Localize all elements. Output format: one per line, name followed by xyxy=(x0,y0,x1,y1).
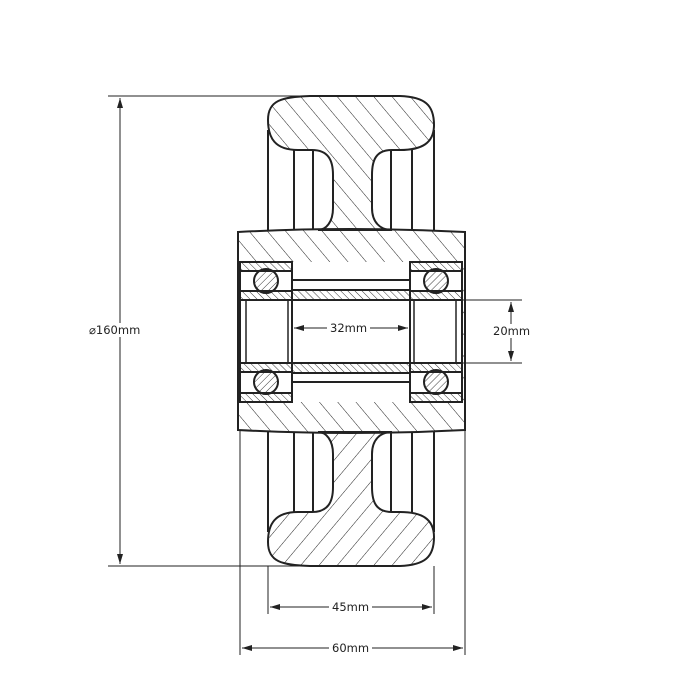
bearing-left xyxy=(239,261,293,403)
bearing-right xyxy=(409,261,463,403)
tyre-upper xyxy=(266,95,436,231)
sleeve-lower xyxy=(291,362,411,374)
bore-diameter-label: 20mm xyxy=(490,324,534,338)
tread-width-label: 45mm xyxy=(329,600,373,614)
diameter-label: ⌀160mm xyxy=(86,323,144,337)
sleeve-upper xyxy=(291,289,411,301)
hub-width-label: 60mm xyxy=(329,641,373,655)
bore-length-label: 32mm xyxy=(327,321,371,335)
tyre-lower xyxy=(266,431,436,567)
